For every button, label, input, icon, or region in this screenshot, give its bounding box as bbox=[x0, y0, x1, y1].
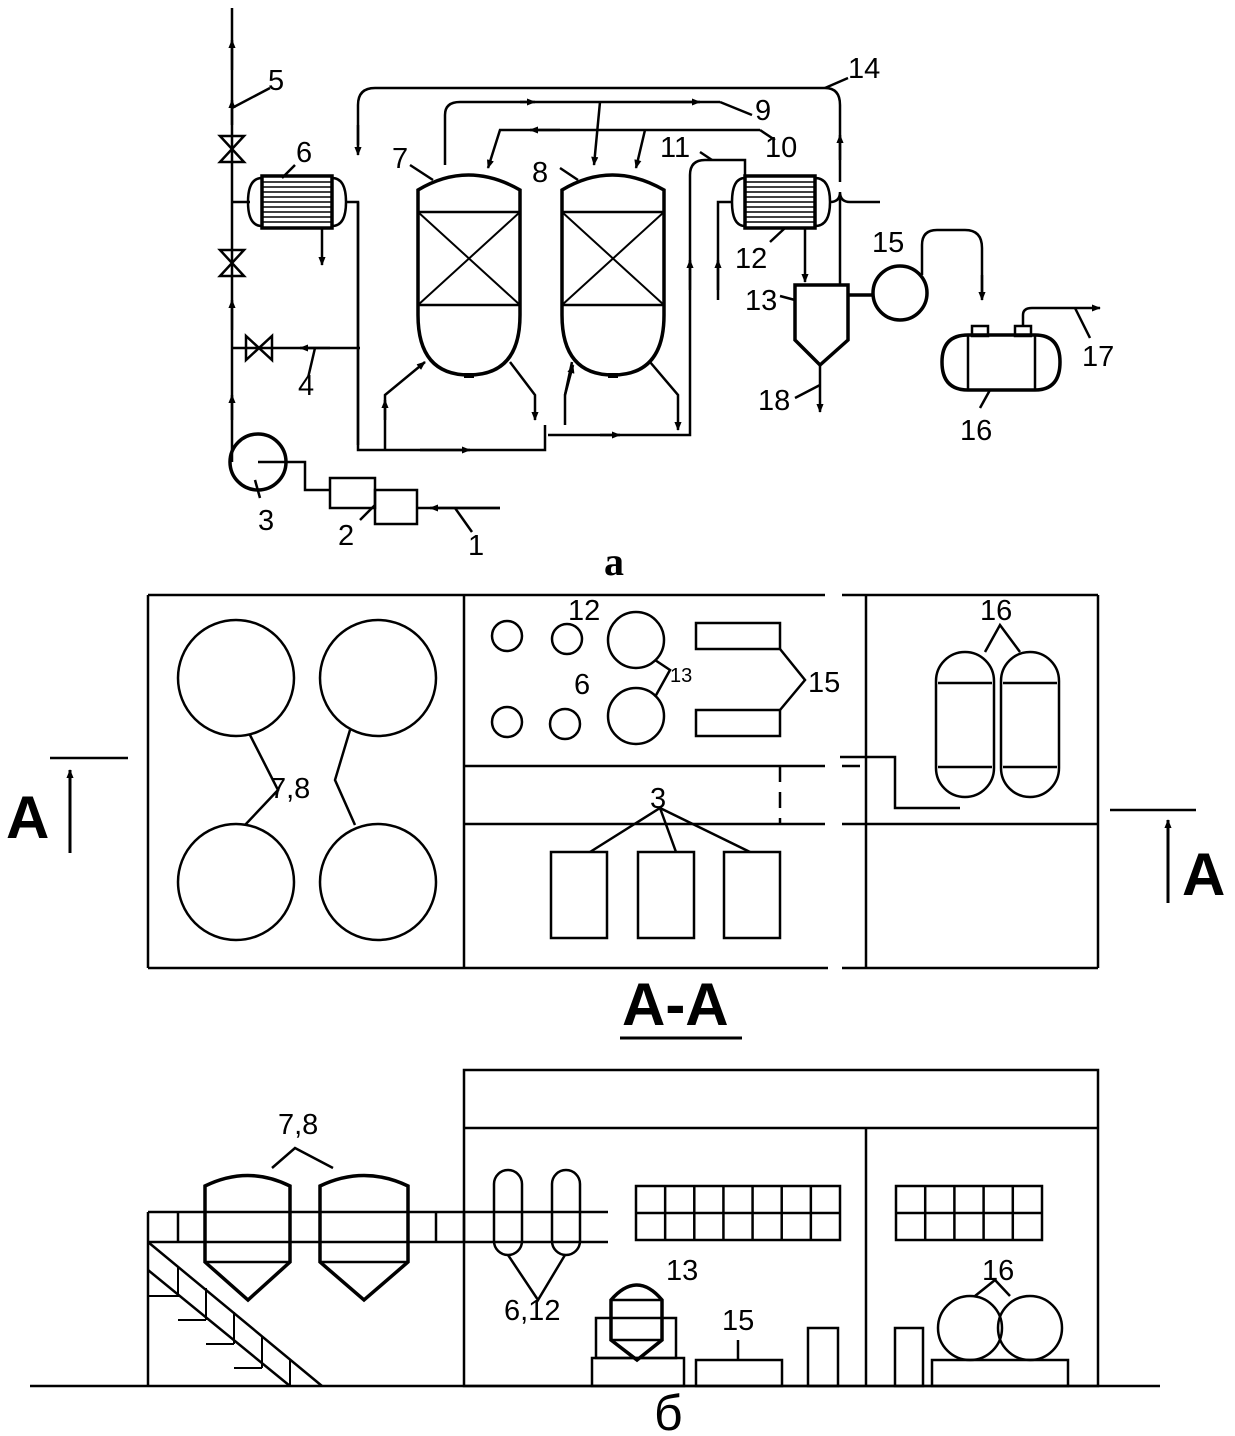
plan-label-16: 16 bbox=[980, 595, 1012, 627]
heat-exchanger-12 bbox=[714, 174, 880, 300]
adsorber-8 bbox=[560, 173, 666, 378]
adsorber-7 bbox=[416, 173, 522, 378]
pump3-rect bbox=[636, 850, 696, 940]
adsorber-circle bbox=[176, 618, 296, 738]
label-15: 15 bbox=[872, 227, 904, 259]
pump-rect bbox=[694, 708, 782, 738]
section-label-78: 7,8 bbox=[278, 1109, 318, 1141]
adsorber-side bbox=[318, 1173, 410, 1303]
plan-label-15: 15 bbox=[808, 667, 840, 699]
tank-capsule bbox=[999, 650, 1061, 799]
window-grid bbox=[634, 1184, 842, 1242]
label-5: 5 bbox=[268, 65, 284, 97]
line-11 bbox=[548, 158, 747, 437]
leaders bbox=[231, 76, 1092, 533]
section-marker-left: A bbox=[6, 784, 49, 851]
plan-label-12: 12 bbox=[568, 595, 600, 627]
label-10: 10 bbox=[765, 132, 797, 164]
adsorber-circle bbox=[318, 822, 438, 942]
label-9: 9 bbox=[755, 95, 771, 127]
pump3-rect bbox=[549, 850, 609, 940]
plan-label-6: 6 bbox=[574, 669, 590, 701]
valve-icon bbox=[217, 134, 247, 164]
heat-exchanger-6 bbox=[232, 174, 360, 445]
exchanger-side bbox=[550, 1168, 582, 1257]
adsorber-side bbox=[203, 1173, 292, 1303]
plan-label-3: 3 bbox=[650, 783, 666, 815]
section-label-15: 15 bbox=[722, 1305, 754, 1337]
section-title: A-A bbox=[622, 971, 729, 1038]
line-10 bbox=[486, 128, 760, 169]
pump-3 bbox=[228, 432, 330, 492]
label-17: 17 bbox=[1082, 341, 1114, 373]
label-12: 12 bbox=[735, 243, 767, 275]
filter-2 bbox=[328, 476, 500, 526]
label-16: 16 bbox=[960, 415, 992, 447]
label-13: 13 bbox=[745, 285, 777, 317]
separator-circle bbox=[606, 686, 666, 746]
section-view: A-A 7,8 6,12 bbox=[30, 971, 1160, 1436]
caption-a: а bbox=[604, 539, 624, 584]
label-11: 11 bbox=[660, 132, 690, 164]
plan-label-78: 7,8 bbox=[270, 773, 310, 805]
pump-rect bbox=[694, 621, 782, 651]
stair-hatch bbox=[148, 1266, 291, 1386]
hx-circle bbox=[548, 707, 582, 741]
separator-side bbox=[590, 1283, 686, 1388]
label-7: 7 bbox=[392, 143, 408, 175]
label-18: 18 bbox=[758, 385, 790, 417]
label-8: 8 bbox=[532, 157, 548, 189]
tank-side bbox=[996, 1294, 1064, 1362]
scheme-a: 5 6 7 8 9 10 11 14 12 13 15 17 16 18 4 3… bbox=[217, 8, 1114, 584]
section-marker-right: A bbox=[1182, 841, 1225, 908]
valve-icon bbox=[244, 333, 274, 363]
section-label-612: 6,12 bbox=[504, 1295, 560, 1327]
tank-side bbox=[936, 1294, 1004, 1362]
separator-13 bbox=[793, 195, 850, 413]
label-1: 1 bbox=[468, 530, 484, 562]
tank-capsule bbox=[934, 650, 996, 799]
adsorber-circle bbox=[176, 822, 296, 942]
section-label-16: 16 bbox=[982, 1255, 1014, 1287]
separator-circle bbox=[606, 610, 666, 670]
label-4: 4 bbox=[298, 370, 314, 402]
pump3-rect bbox=[722, 850, 782, 940]
hx-circle bbox=[490, 705, 524, 739]
section-label-13: 13 bbox=[666, 1255, 698, 1287]
label-3: 3 bbox=[258, 505, 274, 537]
tank-16 bbox=[940, 304, 1101, 392]
pump-15 bbox=[848, 228, 986, 322]
plan-view: 7,8 12 6 13 15 16 3 A bbox=[6, 593, 1225, 970]
window-grid bbox=[894, 1184, 1044, 1242]
adsorber-circle bbox=[318, 618, 438, 738]
hx-circle bbox=[550, 622, 584, 656]
plan-label-13: 13 bbox=[670, 665, 692, 687]
valve-icon bbox=[217, 248, 247, 278]
label-14: 14 bbox=[848, 53, 880, 85]
line-14 bbox=[356, 86, 842, 182]
line-9 bbox=[443, 100, 720, 165]
label-2: 2 bbox=[338, 520, 354, 552]
label-6: 6 bbox=[296, 137, 312, 169]
hx-circle bbox=[490, 619, 524, 653]
caption-b: б bbox=[654, 1385, 683, 1436]
pump-side bbox=[694, 1358, 784, 1388]
